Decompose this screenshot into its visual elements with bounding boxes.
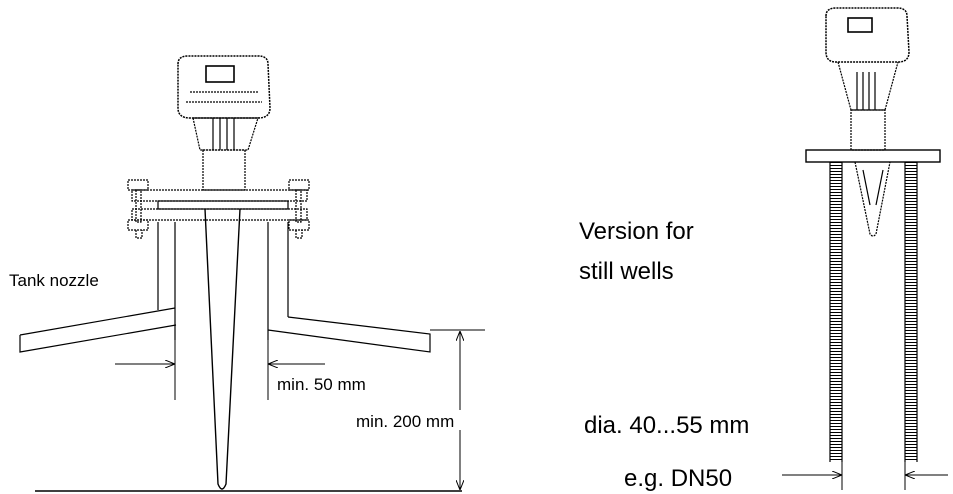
right-neck bbox=[837, 61, 899, 111]
still-well bbox=[829, 162, 918, 490]
neck-ribs bbox=[212, 118, 235, 150]
housing-detail bbox=[186, 91, 262, 103]
label-min-200: min. 200 mm bbox=[356, 412, 455, 431]
label-still-wells: still wells bbox=[579, 258, 674, 285]
label-tank-nozzle: Tank nozzle bbox=[9, 271, 99, 290]
right-housing-head bbox=[825, 7, 910, 63]
upper-flange bbox=[131, 189, 308, 202]
right-cone bbox=[854, 161, 891, 237]
right-installation bbox=[805, 7, 941, 237]
antenna-rod bbox=[204, 208, 241, 490]
bolt-right bbox=[288, 179, 310, 239]
label-dn50: e.g. DN50 bbox=[624, 465, 733, 492]
nozzle-wall-right bbox=[267, 222, 289, 340]
label-version-for: Version for bbox=[579, 218, 694, 245]
right-adapter bbox=[850, 109, 886, 151]
right-cone-inner bbox=[862, 169, 884, 206]
neck bbox=[192, 117, 259, 151]
lower-flange bbox=[131, 208, 308, 221]
tank-roof-right bbox=[267, 316, 431, 353]
adapter-block bbox=[202, 149, 246, 191]
right-neck-ribs bbox=[856, 72, 876, 110]
right-housing-display bbox=[847, 17, 873, 33]
tank-roof-left bbox=[19, 307, 177, 353]
right-flange bbox=[805, 149, 941, 163]
seal-plate bbox=[157, 200, 289, 210]
housing-display bbox=[205, 65, 235, 83]
housing-head bbox=[177, 55, 271, 119]
left-dimensions bbox=[115, 329, 485, 489]
label-diameter: dia. 40...55 mm bbox=[584, 412, 750, 439]
bolt-left bbox=[127, 179, 149, 239]
label-min-50: min. 50 mm bbox=[277, 375, 366, 394]
nozzle-wall-left bbox=[157, 222, 176, 340]
left-installation bbox=[19, 55, 462, 492]
